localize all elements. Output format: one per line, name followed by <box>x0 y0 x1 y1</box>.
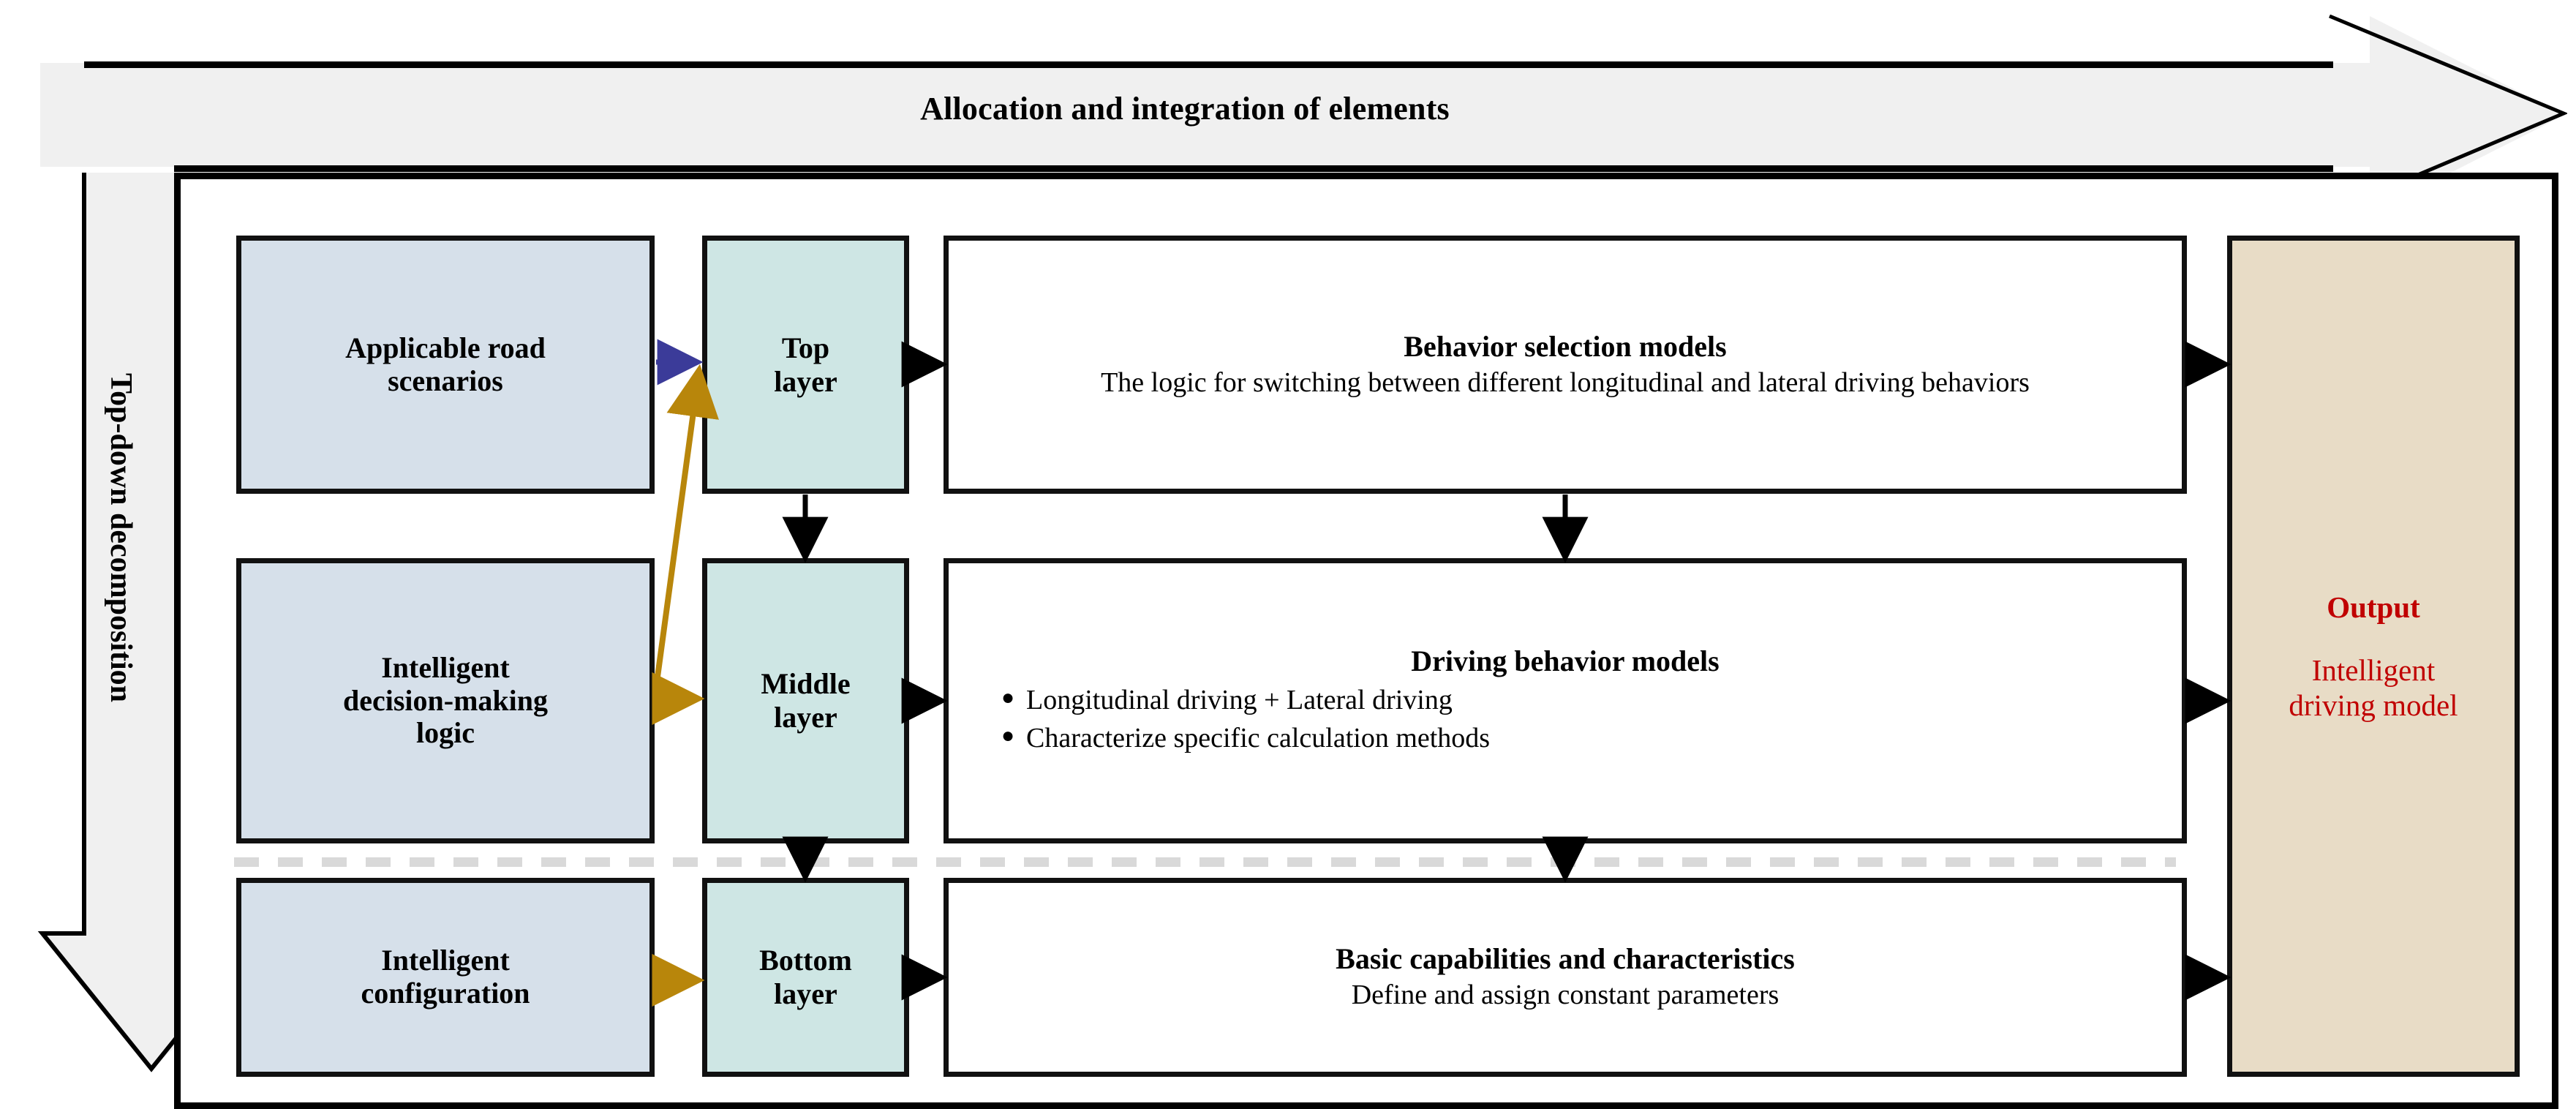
list-item: ● Characterize specific calculation meth… <box>1001 719 2167 757</box>
topdown-banner-label: Top-down decomposition <box>104 372 138 703</box>
model-box-behavior-selection[interactable]: Behavior selection models The logic for … <box>944 236 2187 494</box>
model-bullet-list: ● Longitudinal driving + Lateral driving… <box>963 681 2167 758</box>
layer-box-middle[interactable]: Middle layer <box>702 558 909 843</box>
bullet-text: Longitudinal driving + Lateral driving <box>1026 684 1453 715</box>
list-item: ● Longitudinal driving + Lateral driving <box>1001 681 2167 719</box>
bullet-text: Characterize specific calculation method… <box>1026 723 1491 753</box>
input-box-decision-logic[interactable]: Intelligent decision-making logic <box>236 558 655 843</box>
input-label: Intelligent decision-making logic <box>342 650 549 750</box>
model-box-driving-behavior[interactable]: Driving behavior models ● Longitudinal d… <box>944 558 2187 843</box>
layer-box-bottom[interactable]: Bottom layer <box>702 878 909 1077</box>
model-body: Define and assign constant parameters <box>1351 980 1780 1011</box>
layer-label: Bottom layer <box>759 944 852 1010</box>
banner-bottom-rule <box>174 165 2333 172</box>
output-body: Intelligent driving model <box>2289 653 2458 722</box>
input-box-road-scenarios[interactable]: Applicable road scenarios <box>236 236 655 494</box>
banner-top-rule <box>84 61 2333 68</box>
input-box-intelligent-configuration[interactable]: Intelligent configuration <box>236 878 655 1077</box>
output-box[interactable]: Output Intelligent driving model <box>2227 236 2520 1077</box>
allocation-banner-label: Allocation and integration of elements <box>920 90 1450 127</box>
layer-label: Top layer <box>774 331 837 398</box>
model-body: The logic for switching between differen… <box>1101 366 2030 398</box>
model-title: Driving behavior models <box>1411 644 1720 677</box>
input-label: Applicable road scenarios <box>345 331 546 397</box>
bullet-dot-icon: ● <box>1001 723 1015 748</box>
layer-box-top[interactable]: Top layer <box>702 236 909 494</box>
output-title: Output <box>2327 590 2420 624</box>
layer-separator <box>234 857 2176 867</box>
model-title: Behavior selection models <box>1404 329 1727 363</box>
model-title: Basic capabilities and characteristics <box>1336 942 1795 976</box>
layer-label: Middle layer <box>761 667 851 734</box>
model-box-basic-capabilities[interactable]: Basic capabilities and characteristics D… <box>944 878 2187 1077</box>
bullet-dot-icon: ● <box>1001 685 1015 710</box>
input-label: Intelligent configuration <box>361 944 530 1010</box>
